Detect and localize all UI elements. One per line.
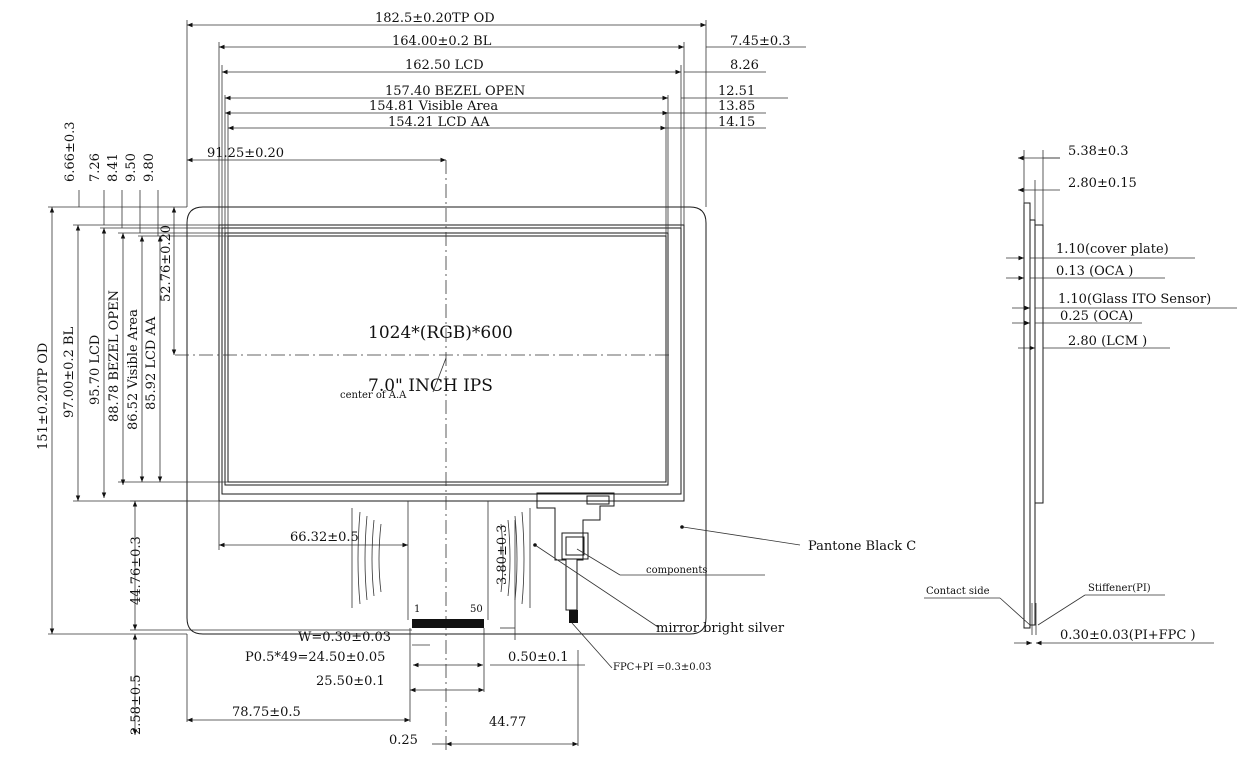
dim-visible-area: 154.81 Visible Area (369, 99, 498, 114)
dim-left-center: 52.76±0.20 (159, 225, 174, 302)
side-stiffener: Stiffener(PI) (1088, 583, 1151, 594)
dim-top-offset-4: 9.50 (124, 153, 139, 182)
dim-left-lcd: 95.70 LCD (88, 335, 103, 405)
dim-tail: 2.58±0.5 (129, 674, 144, 735)
dim-right-5: 14.15 (718, 115, 755, 130)
dim-top-offset-3: 8.41 (106, 153, 121, 182)
side-oca1: 0.13 (OCA ) (1056, 264, 1133, 279)
side-contact-side: Contact side (926, 586, 990, 597)
dim-left-edge: 78.75±0.5 (232, 705, 301, 720)
callout-mirror: mirror bright silver (656, 621, 785, 636)
visible-area (224, 232, 669, 486)
dim-pad: 0.50±0.1 (508, 650, 569, 665)
pin-last: 50 (470, 604, 483, 615)
side-view (924, 150, 1237, 646)
dim-stiffener-h: 3.80±0.3 (495, 524, 510, 585)
lcd-outline (218, 224, 685, 502)
dim-fpc-offset: 66.32±0.5 (290, 530, 359, 545)
side-cover (1023, 202, 1031, 629)
dim-right-off: 44.77 (489, 715, 526, 730)
dim-top-offset-2: 7.26 (88, 153, 103, 182)
dim-left-bl: 97.00±0.2 BL (62, 327, 77, 418)
fpc-area (130, 492, 801, 747)
side-sensor (1029, 219, 1036, 626)
dim-pitch: P0.5*49=24.50±0.05 (245, 650, 385, 665)
dim-lcd-aa: 154.21 LCD AA (388, 115, 490, 130)
side-lcm: 2.80 (LCM ) (1068, 334, 1147, 349)
dim-total: 25.50±0.1 (316, 674, 385, 689)
side-total-thick: 5.38±0.3 (1068, 144, 1129, 159)
dim-center-off: 0.25 (389, 733, 418, 748)
center-label: center of A.A (340, 390, 407, 401)
pin-connector (412, 619, 484, 628)
dim-lcd: 162.50 LCD (405, 58, 484, 73)
dim-bezel-open: 157.40 BEZEL OPEN (385, 84, 525, 99)
callout-pantone: Pantone Black C (808, 539, 916, 554)
stiffener-mark (569, 610, 578, 623)
bezel-open (221, 227, 682, 495)
side-cover-plate: 1.10(cover plate) (1056, 242, 1169, 257)
dim-right-2: 8.26 (730, 58, 759, 73)
size-type-text: 7.0" INCH IPS (368, 376, 493, 396)
dim-left-visible: 86.52 Visible Area (126, 309, 141, 430)
dim-fpc-pi: FPC+PI =0.3±0.03 (613, 662, 711, 673)
callout-components: components (646, 565, 707, 576)
side-oca2: 0.25 (OCA) (1060, 309, 1133, 324)
dim-fpc-height: 44.76±0.3 (129, 536, 144, 605)
resolution-text: 1024*(RGB)*600 (368, 323, 513, 343)
dim-top-offset-1: 6.66±0.3 (63, 121, 78, 182)
top-dimensions (186, 20, 806, 236)
dim-left-aa: 85.92 LCD AA (144, 316, 159, 410)
dim-right-1: 7.45±0.3 (730, 34, 791, 49)
dim-top-offset-5: 9.80 (142, 153, 157, 182)
dim-tp-od: 182.5±0.20TP OD (375, 11, 495, 26)
dim-center-offset: 91.25±0.20 (207, 146, 284, 161)
dim-right-4: 13.85 (718, 99, 755, 114)
side-lcm (1034, 224, 1044, 504)
front-view (175, 160, 707, 750)
dim-bl: 164.00±0.2 BL (392, 34, 492, 49)
side-lcm-thick: 2.80±0.15 (1068, 176, 1137, 191)
side-pi-fpc: 0.30±0.03(PI+FPC ) (1060, 628, 1196, 643)
left-dimensions (48, 190, 228, 635)
side-glass-ito: 1.10(Glass ITO Sensor) (1058, 292, 1211, 307)
dim-left-bezel: 88.78 BEZEL OPEN (107, 290, 122, 422)
tp-outline (186, 206, 707, 635)
dim-w: W=0.30±0.03 (298, 630, 391, 645)
dim-right-3: 12.51 (718, 84, 755, 99)
lcd-aa (227, 235, 667, 483)
pin-first: 1 (414, 604, 420, 615)
dim-left-tp-od: 151±0.20TP OD (36, 343, 51, 450)
